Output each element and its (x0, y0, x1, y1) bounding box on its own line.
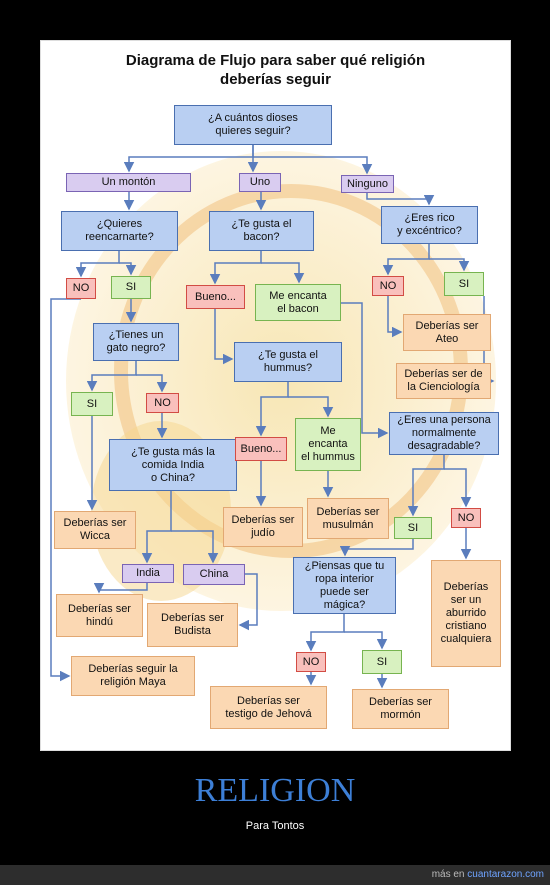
footer-site-link[interactable]: cuantarazon.com (467, 869, 544, 880)
connector-arrow (214, 309, 234, 365)
underwear-no: NO (296, 652, 326, 672)
cat-no: NO (146, 393, 179, 413)
title-line-2: deberías seguir (220, 71, 331, 88)
question-magic-underwear: ¿Piensas que tu ropa interior puede ser … (293, 557, 396, 614)
hummus-love: Me encanta el hummus (295, 418, 361, 471)
result-hindu: Deberías ser hindú (56, 594, 143, 637)
unpleasant-si: SI (394, 517, 432, 539)
connector-arrow (171, 530, 219, 564)
footer-text: más en cuantarazon.com (432, 869, 544, 880)
rich-no: NO (372, 276, 404, 296)
connector-arrow (141, 491, 172, 564)
hummus-bueno: Bueno... (235, 437, 287, 461)
caption-title: RELIGION (194, 772, 356, 809)
connector-arrow (255, 382, 289, 437)
reincarnate-si: SI (111, 276, 151, 299)
food-china: China (183, 564, 245, 585)
connector-arrow (444, 468, 472, 508)
connector-arrow (366, 193, 435, 206)
result-cienciologia: Deberías ser de la Cienciología (396, 363, 491, 399)
connector-arrow (341, 302, 389, 439)
question-bacon: ¿Te gusta el bacon? (209, 211, 314, 251)
connector-arrow (339, 539, 414, 557)
connector-arrow (50, 298, 81, 682)
connector-arrow (253, 156, 373, 175)
connector-arrow (119, 262, 137, 276)
question-unpleasant: ¿Eres una persona normalmente desagradab… (389, 412, 499, 455)
connector-arrow (238, 573, 258, 631)
question-india-or-china: ¿Te gusta más la comida India o China? (109, 439, 237, 491)
answer-one: Uno (239, 173, 281, 192)
footer-bar: más en cuantarazon.com (0, 865, 550, 885)
result-cristiano: Deberías ser un aburrido cristiano cualq… (431, 560, 501, 667)
connector-arrow (382, 244, 430, 276)
connector-arrow (288, 396, 334, 418)
question-rich: ¿Eres rico y excéntrico? (381, 206, 478, 244)
underwear-si: SI (362, 650, 402, 674)
food-india: India (122, 564, 174, 583)
result-judio: Deberías ser judío (223, 507, 303, 547)
connector-arrow (75, 251, 120, 278)
result-musulman: Deberías ser musulmán (307, 498, 389, 539)
question-reincarnate: ¿Quieres reencarnarte? (61, 211, 178, 251)
result-mormon: Deberías ser mormón (352, 689, 449, 729)
diagram-title: Diagrama de Flujo para saber qué religió… (41, 51, 510, 89)
bacon-bueno: Bueno... (186, 285, 245, 309)
bacon-love: Me encanta el bacon (255, 284, 341, 321)
connector-arrow (261, 262, 305, 284)
connector-arrow (305, 614, 345, 652)
caption-subtitle: Para Tontos (245, 820, 305, 832)
connector-arrow (387, 296, 403, 338)
connector-arrow (93, 583, 148, 594)
question-hummus: ¿Te gusta el hummus? (234, 342, 342, 382)
result-ateo: Deberías ser Ateo (403, 314, 491, 351)
rich-si: SI (444, 272, 484, 296)
result-budista: Deberías ser Budista (147, 603, 238, 647)
cat-si: SI (71, 392, 113, 416)
connector-arrow (209, 251, 262, 285)
answer-none: Ninguno (341, 175, 394, 193)
connector-arrow (429, 258, 470, 272)
footer-prefix: más en (431, 869, 465, 880)
connector-arrow (123, 145, 254, 173)
unpleasant-no: NO (451, 508, 481, 528)
connector-arrow (136, 374, 168, 393)
flow-connectors (50, 145, 495, 689)
answer-many: Un montón (66, 173, 191, 192)
result-wicca: Deberías ser Wicca (54, 511, 136, 549)
connector-arrow (344, 631, 388, 650)
result-jehova: Deberías ser testigo de Jehová (210, 686, 327, 729)
connector-arrow (86, 361, 137, 392)
result-maya: Deberías seguir la religión Maya (71, 656, 195, 696)
connector-arrow (407, 455, 445, 517)
reincarnate-no: NO (66, 278, 96, 299)
flowchart-poster: Diagrama de Flujo para saber qué religió… (40, 40, 511, 751)
question-black-cat: ¿Tienes un gato negro? (93, 323, 179, 361)
question-how-many-gods: ¿A cuántos dioses quieres seguir? (174, 105, 332, 145)
title-line-1: Diagrama de Flujo para saber qué religió… (125, 52, 426, 69)
